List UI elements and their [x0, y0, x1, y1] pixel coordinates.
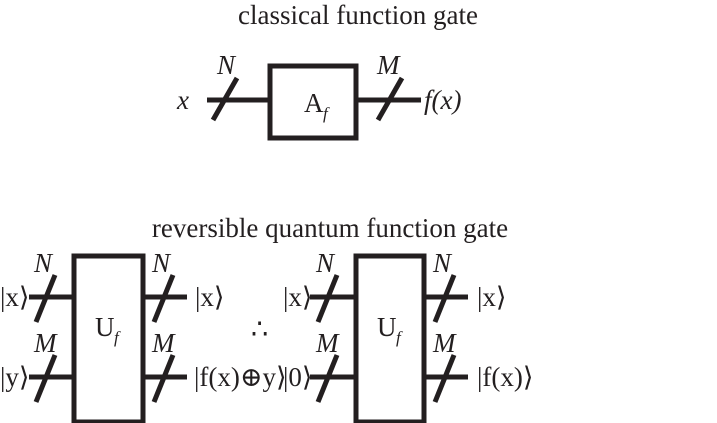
- bus-slash: [432, 354, 457, 403]
- classical-input-bits: N: [216, 50, 237, 80]
- classical-gate-diagram: classical function gate x N M f(x) A f: [176, 0, 478, 141]
- bits-top-in: N: [33, 248, 54, 278]
- output-bottom-label: |f(x)⟩: [477, 362, 533, 392]
- quantum-gate-left: |x⟩ |y⟩ N M N M |x⟩ |f(x)⊕y⟩ U f: [0, 248, 287, 423]
- bus-slash: [151, 354, 176, 403]
- therefore-symbol: ∴: [251, 314, 268, 344]
- gate-label: U: [95, 312, 115, 342]
- output-bottom-label: |f(x)⊕y⟩: [194, 362, 287, 392]
- bits-top-in: N: [315, 248, 336, 278]
- bus-slash: [315, 274, 340, 323]
- input-top-label: |x⟩: [0, 282, 29, 312]
- input-bottom-label: |y⟩: [0, 362, 29, 392]
- bus-slash: [33, 274, 58, 323]
- input-top-label: |x⟩: [283, 282, 312, 312]
- unitary-gate-box: [71, 253, 146, 423]
- output-top-label: |x⟩: [195, 282, 224, 312]
- bus-slash: [432, 274, 457, 323]
- bus-slash: [315, 354, 340, 403]
- gate-subscript: f: [114, 328, 121, 347]
- classical-gate-label: A: [304, 88, 324, 118]
- bus-slash: [151, 274, 176, 323]
- classical-title: classical function gate: [238, 0, 478, 30]
- gate-label: U: [377, 312, 397, 342]
- quantum-title: reversible quantum function gate: [152, 213, 508, 243]
- output-top-label: |x⟩: [477, 282, 506, 312]
- classical-input-bus-slash: [210, 76, 240, 122]
- classical-output-label: f(x): [424, 85, 461, 115]
- classical-input-label: x: [176, 85, 189, 115]
- bus-slash: [33, 354, 58, 403]
- bits-bottom-out: M: [151, 328, 176, 358]
- classical-output-bits: M: [376, 50, 401, 80]
- bits-top-out: N: [151, 248, 172, 278]
- classical-gate-subscript: f: [323, 104, 330, 123]
- bits-top-out: N: [432, 248, 453, 278]
- classical-output-bus-slash: [375, 76, 405, 122]
- bits-bottom-in: M: [33, 328, 58, 358]
- quantum-gate-right: |x⟩ |0⟩ N M N M |x⟩ |f(x)⟩ U f: [283, 248, 533, 423]
- input-bottom-label: |0⟩: [283, 362, 312, 392]
- gate-subscript: f: [396, 328, 403, 347]
- unitary-gate-box: [353, 253, 427, 423]
- bits-bottom-in: M: [315, 328, 340, 358]
- bits-bottom-out: M: [432, 328, 457, 358]
